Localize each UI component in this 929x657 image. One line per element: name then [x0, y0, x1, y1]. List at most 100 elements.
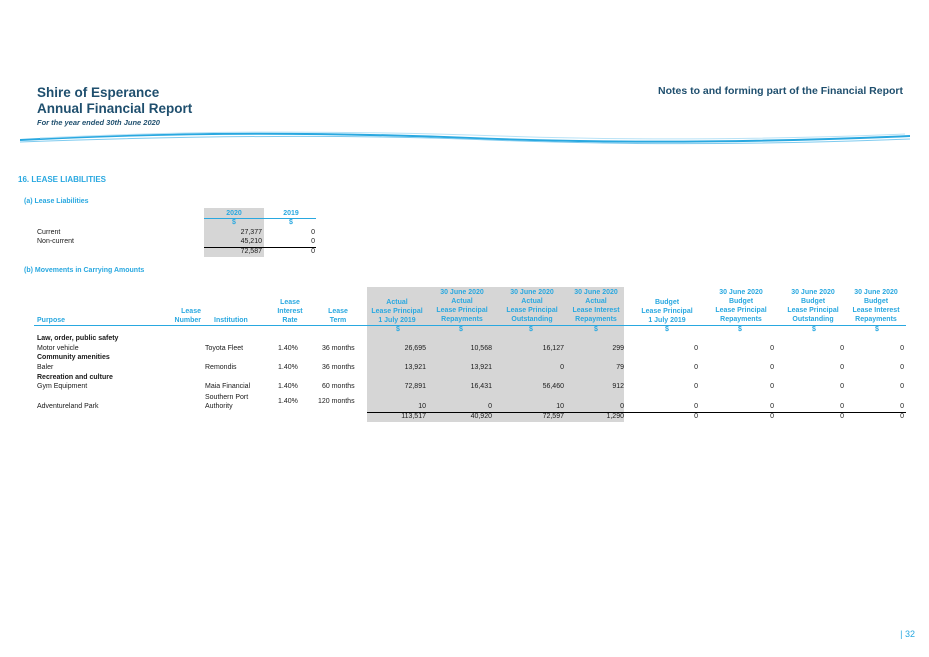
total-v2: 40,920 — [470, 413, 492, 420]
row-adventureland-v1: 10 — [418, 403, 426, 410]
row-baler-institution: Remondis — [205, 364, 237, 371]
row-motor-vehicle-v1: 26,695 — [404, 345, 426, 352]
total-v8: 0 — [900, 413, 904, 420]
unit-c7: $ — [812, 326, 816, 333]
part-a-shade — [204, 208, 264, 257]
row-baler-v5: 0 — [694, 364, 698, 371]
total-v5: 0 — [694, 413, 698, 420]
row-gym-v7: 0 — [840, 383, 844, 390]
row-baler-v8: 0 — [900, 364, 904, 371]
row-adventureland-v2: 0 — [488, 403, 492, 410]
total-v1: 113,517 — [401, 413, 426, 420]
unit-c4: $ — [594, 326, 598, 333]
report-period: For the year ended 30th June 2020 — [37, 118, 160, 127]
row-motor-vehicle-v6: 0 — [770, 345, 774, 352]
divider — [204, 218, 316, 219]
total-2019: 0 — [311, 248, 315, 255]
unit-c2: $ — [459, 326, 463, 333]
row-adventureland-v4: 0 — [620, 403, 624, 410]
header-wave-decoration — [20, 131, 910, 145]
row-adventureland-purpose: Adventureland Park — [37, 403, 99, 410]
total-v3: 72,597 — [542, 413, 564, 420]
actual-columns-shade — [367, 287, 624, 422]
row-label-noncurrent: Non-current — [37, 238, 74, 245]
row-baler-v1: 13,921 — [404, 364, 426, 371]
total-v4: 1,290 — [606, 413, 624, 420]
current-2020: 27,377 — [240, 229, 262, 236]
row-adventureland-term: 120 months — [318, 398, 355, 405]
row-baler-v7: 0 — [840, 364, 844, 371]
row-motor-vehicle-v7: 0 — [840, 345, 844, 352]
report-title: Annual Financial Report — [37, 101, 193, 116]
row-adventureland-v5: 0 — [694, 403, 698, 410]
unit-c1: $ — [396, 326, 400, 333]
group-community: Community amenities — [37, 354, 110, 361]
row-gym-v2: 16,431 — [470, 383, 492, 390]
row-motor-vehicle-purpose: Motor vehicle — [37, 345, 79, 352]
unit-2019: $ — [289, 219, 293, 226]
row-gym-v8: 0 — [900, 383, 904, 390]
unit-c3: $ — [529, 326, 533, 333]
row-gym-v3: 56,460 — [542, 383, 564, 390]
col-2020: 2020 — [226, 210, 242, 217]
row-motor-vehicle-v3: 16,127 — [542, 345, 564, 352]
row-motor-vehicle-v2: 10,568 — [470, 345, 492, 352]
unit-c8: $ — [875, 326, 879, 333]
row-motor-vehicle-v4: 299 — [612, 345, 624, 352]
row-label-current: Current — [37, 229, 61, 236]
row-adventureland-v6: 0 — [770, 403, 774, 410]
header-notes-title: Notes to and forming part of the Financi… — [657, 85, 903, 97]
row-baler-term: 36 months — [322, 364, 355, 371]
unit-c6: $ — [738, 326, 742, 333]
noncurrent-2019: 0 — [311, 238, 315, 245]
row-adventureland-v7: 0 — [840, 403, 844, 410]
row-gym-term: 60 months — [322, 383, 355, 390]
row-baler-purpose: Baler — [37, 364, 54, 371]
row-adventureland-institution-line1: Southern Port — [205, 394, 249, 401]
row-baler-v4: 79 — [616, 364, 624, 371]
row-gym-institution: Maia Financial — [205, 383, 251, 390]
row-motor-vehicle-v5: 0 — [694, 345, 698, 352]
group-recreation: Recreation and culture — [37, 374, 113, 381]
total-rule — [204, 247, 316, 248]
section-title: 16. LEASE LIABILITIES — [18, 175, 107, 184]
unit-2020: $ — [232, 219, 236, 226]
total-v7: 0 — [840, 413, 844, 420]
row-adventureland-v3: 10 — [556, 403, 564, 410]
group-law-order: Law, order, public safety — [37, 335, 119, 342]
row-adventureland-rate: 1.40% — [278, 398, 298, 405]
col-2019: 2019 — [283, 210, 299, 217]
row-motor-vehicle-v8: 0 — [900, 345, 904, 352]
header-divider — [34, 325, 906, 326]
row-gym-v1: 72,891 — [404, 383, 426, 390]
part-a-title: (a) Lease Liabilities — [24, 198, 89, 205]
row-baler-rate: 1.40% — [278, 364, 298, 371]
page-number: | 32 — [900, 629, 915, 639]
row-motor-vehicle-rate: 1.40% — [278, 345, 298, 352]
row-gym-v6: 0 — [770, 383, 774, 390]
row-baler-v2: 13,921 — [470, 364, 492, 371]
row-baler-v3: 0 — [560, 364, 564, 371]
row-adventureland-institution-line2: Authority — [205, 403, 233, 410]
hdr-purpose: Purpose — [37, 317, 66, 324]
unit-c5: $ — [665, 326, 669, 333]
noncurrent-2020: 45,210 — [240, 238, 262, 245]
row-adventureland-v8: 0 — [900, 403, 904, 410]
org-name: Shire of Esperance — [37, 85, 160, 100]
row-gym-rate: 1.40% — [278, 383, 298, 390]
row-motor-vehicle-term: 36 months — [322, 345, 355, 352]
row-baler-v6: 0 — [770, 364, 774, 371]
total-2020: 72,587 — [240, 248, 262, 255]
hdr-institution: Institution — [214, 317, 248, 324]
